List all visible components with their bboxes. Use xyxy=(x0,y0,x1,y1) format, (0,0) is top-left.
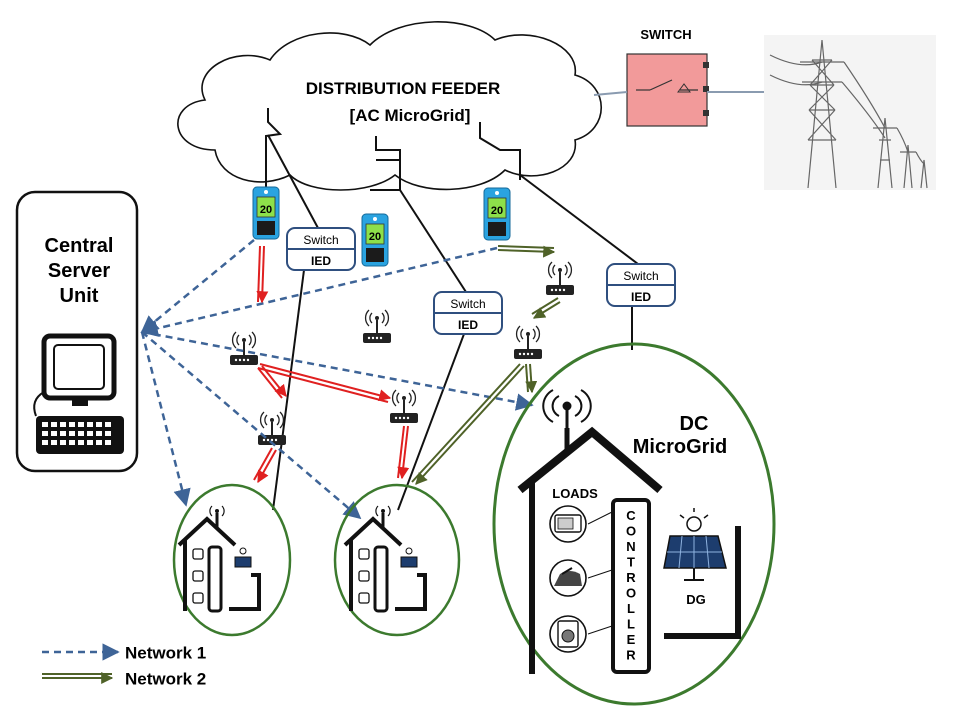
controller-letter: L xyxy=(627,617,635,632)
controller-letter: L xyxy=(627,601,635,616)
power-lines xyxy=(267,134,639,511)
ied-box-2-bottom: IED xyxy=(458,318,478,332)
controller-letter: C xyxy=(626,508,636,523)
central-server-unit: Central Server Unit xyxy=(15,190,139,473)
controller-letter: R xyxy=(626,570,636,585)
network1-links xyxy=(140,239,534,520)
controller-box xyxy=(611,498,651,674)
smart-meter-icon: 20 xyxy=(361,213,389,267)
transmission-tower-icon xyxy=(764,35,936,190)
controller-letter: E xyxy=(627,632,636,647)
switch-box xyxy=(626,53,709,127)
house-2 xyxy=(333,483,461,637)
house-1 xyxy=(172,483,292,637)
ied-box-3-bottom: IED xyxy=(631,290,651,304)
ied-box-3-top: Switch xyxy=(623,269,658,283)
router-icon xyxy=(362,309,392,344)
svg-text:20: 20 xyxy=(260,204,272,216)
house-icon xyxy=(517,389,663,674)
dc-title-line2: MicroGrid xyxy=(633,436,727,458)
dc-microgrid: DC MicroGrid LOADS xyxy=(492,342,776,706)
ied-box-1-bottom: IED xyxy=(311,254,331,268)
ied-box-1: Switch IED xyxy=(286,227,356,271)
svg-text:20: 20 xyxy=(491,205,503,217)
washing-machine-icon xyxy=(549,615,587,653)
legend-network1-label: Network 1 xyxy=(125,643,206,662)
feeder-subtitle: [AC MicroGrid] xyxy=(350,106,471,125)
ied-box-1-top: Switch xyxy=(303,233,338,247)
router-icon xyxy=(545,261,575,296)
server-label-line3: Unit xyxy=(60,285,99,307)
legend-network2-label: Network 2 xyxy=(125,669,206,688)
switch-label: SWITCH xyxy=(640,27,691,42)
feeder-to-switch-line xyxy=(593,91,628,96)
iron-icon xyxy=(549,559,587,597)
feeder-title: DISTRIBUTION FEEDER xyxy=(306,79,501,98)
server-label-line2: Server xyxy=(48,260,110,282)
controller-letter: R xyxy=(626,648,636,663)
svg-text:20: 20 xyxy=(369,231,381,243)
controller-letter: N xyxy=(626,539,635,554)
computer-icon xyxy=(33,333,124,454)
controller-letter: O xyxy=(626,524,636,539)
dg-label: DG xyxy=(686,592,706,607)
microwave-icon xyxy=(549,505,587,543)
red-links xyxy=(253,245,410,484)
loads-label: LOADS xyxy=(552,486,598,501)
feeder-breakers xyxy=(265,108,521,191)
router-icon xyxy=(257,411,287,446)
router-icon xyxy=(229,331,259,366)
smart-meter-icon: 20 xyxy=(252,186,280,240)
dc-title-line1: DC xyxy=(680,413,709,435)
ied-box-2: Switch IED xyxy=(433,291,503,335)
ied-box-3: Switch IED xyxy=(606,263,676,307)
legend: Network 1 Network 2 xyxy=(42,643,206,688)
network2-links xyxy=(411,245,561,485)
dc-bus xyxy=(664,526,741,639)
load-connectors xyxy=(587,511,613,635)
controller-letter: T xyxy=(627,555,635,570)
solar-panel-icon xyxy=(663,508,727,581)
router-icon xyxy=(389,389,419,424)
controller-letter: O xyxy=(626,586,636,601)
smart-meter-icon: 20 xyxy=(483,187,511,241)
router-icon xyxy=(513,325,543,360)
server-label-line1: Central xyxy=(45,235,114,257)
ied-box-2-top: Switch xyxy=(450,297,485,311)
